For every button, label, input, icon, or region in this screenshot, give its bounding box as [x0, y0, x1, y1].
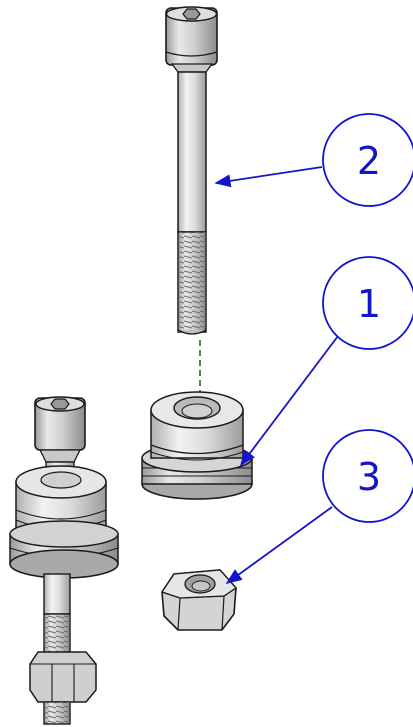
- balloon-3-circle: [322, 429, 413, 523]
- balloon-2-circle: [322, 113, 413, 207]
- balloon-1-circle: [322, 256, 413, 350]
- hex-nut: [160, 569, 237, 631]
- screw-long-shank: [177, 71, 207, 233]
- leader-line-3: [225, 506, 333, 584]
- leader-line-2: [214, 166, 323, 188]
- screw-long: [165, 6, 218, 335]
- screw-long-hex-socket-icon: [182, 8, 201, 20]
- assembled-hex-socket-icon: [50, 398, 70, 410]
- balloon-3-label: 3: [357, 455, 381, 499]
- balloon-2-label: 2: [357, 139, 381, 183]
- screw-long-neck: [170, 63, 214, 73]
- balloon-1-label: 1: [357, 282, 381, 326]
- balloon-3: 3: [322, 429, 413, 523]
- balloon-2: 2: [322, 113, 413, 207]
- leader-line-1: [240, 335, 339, 467]
- bushing: [141, 391, 253, 500]
- balloon-1: 1: [322, 256, 413, 350]
- assembled-view: [9, 396, 119, 725]
